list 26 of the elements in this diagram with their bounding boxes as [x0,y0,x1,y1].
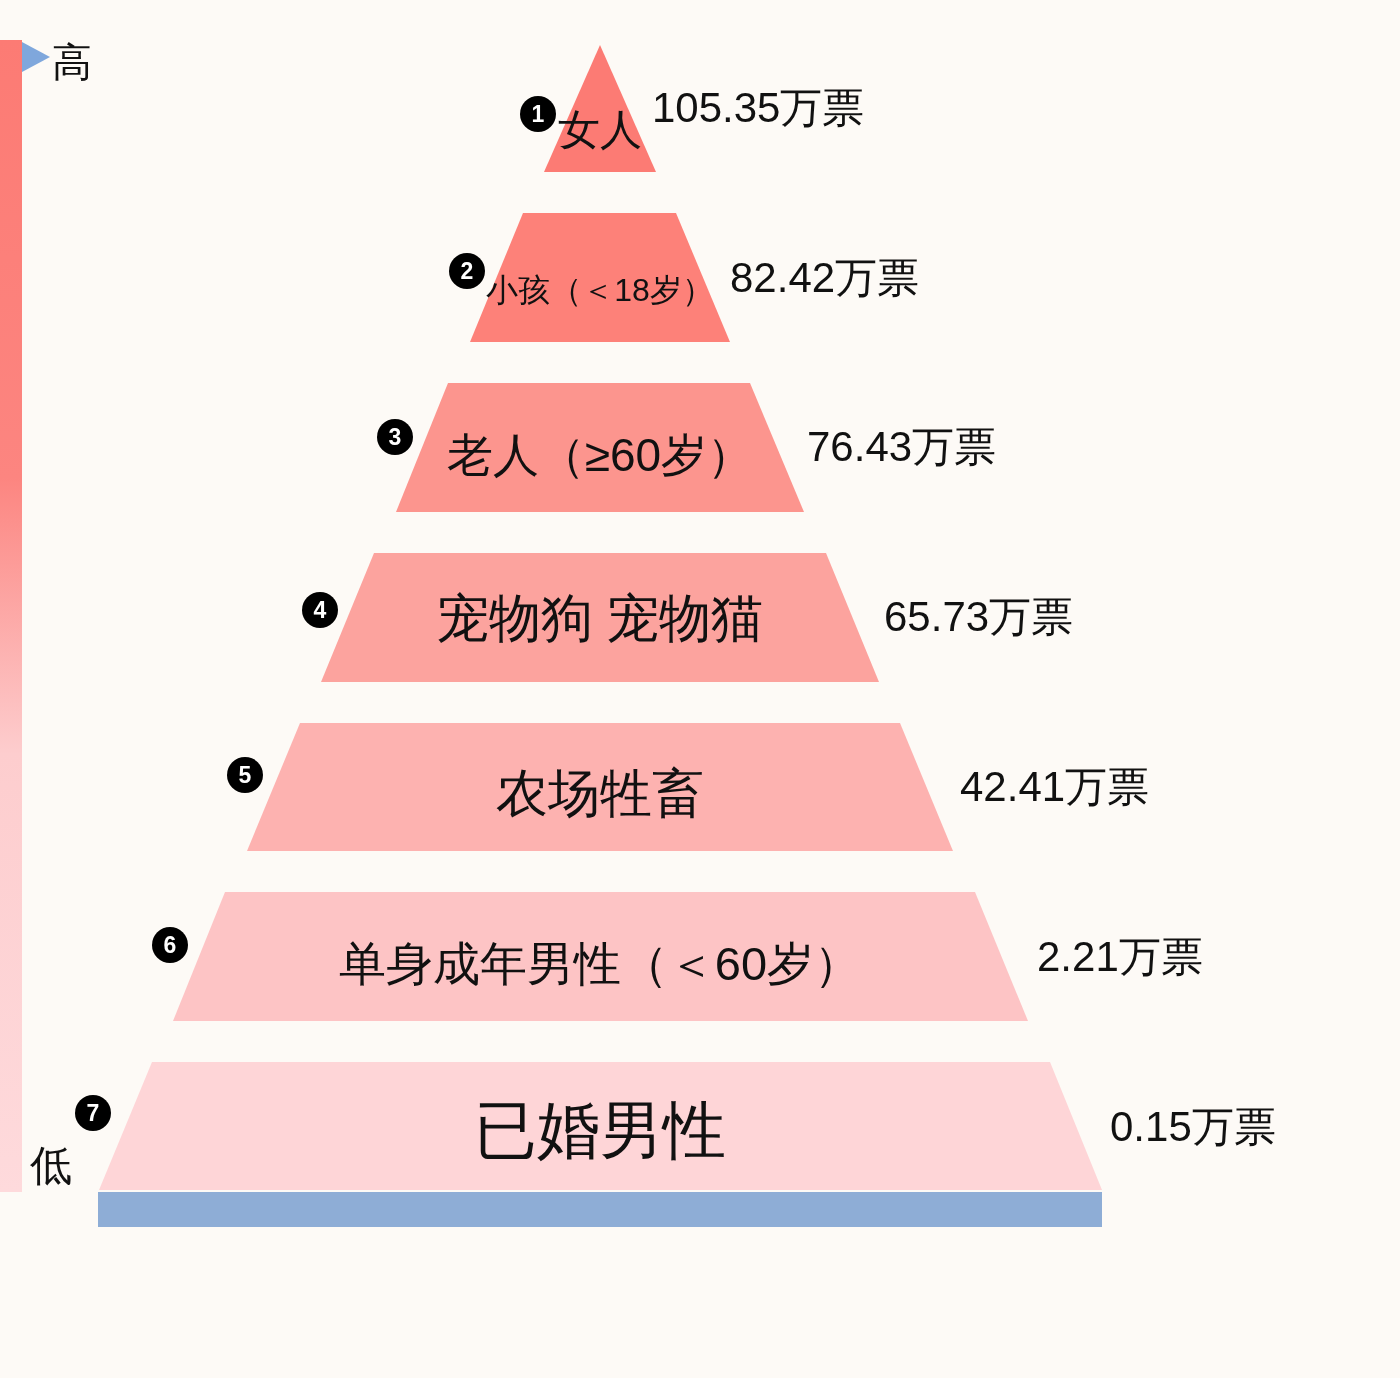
scale-label: 低 [30,1145,72,1187]
tier-label: 农场牲畜 [496,767,704,819]
tier-label: 女人 [558,109,642,151]
vote-count: 0.15万票 [1110,1106,1276,1148]
pyramid-tier [99,1062,1102,1190]
tier-label: 已婚男性 [474,1098,726,1162]
callout-number: 4 [302,592,338,628]
base-bar [98,1192,1102,1227]
tier-label: 宠物狗 宠物猫 [436,592,764,644]
pyramid-tier [544,45,656,172]
vote-count: 76.43万票 [807,426,997,468]
vote-count: 2.21万票 [1037,936,1203,978]
vote-count: 105.35万票 [652,87,865,129]
vote-count: 82.42万票 [730,257,920,299]
callout-number: 1 [520,96,556,132]
callout-number: 2 [449,253,485,289]
callout-number: 6 [152,927,188,963]
tier-label: 单身成年男性（＜60岁） [338,939,862,987]
tier-label: 老人（≥60岁） [446,432,754,478]
callout-number: 3 [377,419,413,455]
vote-count: 42.41万票 [960,766,1150,808]
scale-label: 高 [52,42,92,82]
vote-count: 65.73万票 [884,596,1074,638]
callout-number: 7 [75,1095,111,1131]
tier-label: 小孩（＜18岁） [486,274,714,306]
callout-number: 5 [227,757,263,793]
